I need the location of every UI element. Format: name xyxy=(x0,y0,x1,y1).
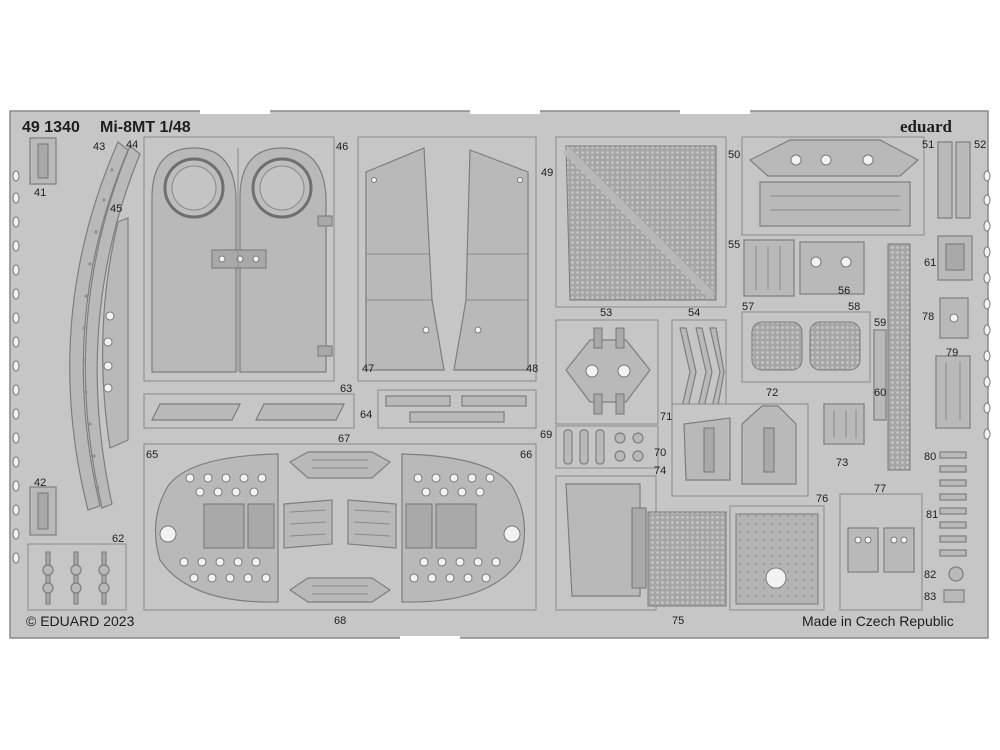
label-56: 56 xyxy=(838,285,850,297)
part-59-60-mesh-strip xyxy=(887,243,911,471)
label-77: 77 xyxy=(874,483,886,495)
label-53: 53 xyxy=(600,307,612,319)
label-43: 43 xyxy=(93,141,105,153)
label-83: 83 xyxy=(924,591,936,603)
left-drop-holes xyxy=(12,170,20,564)
label-45: 45 xyxy=(110,203,122,215)
part-79 xyxy=(935,355,971,429)
part-52 xyxy=(955,141,971,219)
copyright-text: © EDUARD 2023 xyxy=(26,613,135,629)
part-56 xyxy=(799,241,865,295)
label-42: 42 xyxy=(34,477,46,489)
label-70: 70 xyxy=(654,447,666,459)
part-77-right xyxy=(883,527,915,573)
label-49: 49 xyxy=(541,167,553,179)
label-57: 57 xyxy=(742,301,754,313)
part-75-box xyxy=(565,483,641,597)
part-43-curved-strip xyxy=(69,141,129,511)
part-number-labels: 41 42 43 44 45 46 47 48 49 50 51 52 53 5… xyxy=(34,139,986,627)
part-50-plate xyxy=(748,139,920,177)
label-63: 63 xyxy=(340,383,352,395)
part-55 xyxy=(743,239,795,297)
label-48: 48 xyxy=(526,363,538,375)
label-80: 80 xyxy=(924,451,936,463)
label-44: 44 xyxy=(126,139,138,151)
part-68-grille xyxy=(288,577,392,603)
label-54: 54 xyxy=(688,307,700,319)
kit-title: Mi-8MT 1/48 xyxy=(100,119,191,136)
label-73: 73 xyxy=(836,457,848,469)
part-58-mesh-right xyxy=(809,321,861,371)
label-64: 64 xyxy=(360,409,372,421)
label-69: 69 xyxy=(540,429,552,441)
part-51 xyxy=(937,141,953,219)
label-68: 68 xyxy=(334,615,346,627)
label-72: 72 xyxy=(766,387,778,399)
label-75: 75 xyxy=(672,615,684,627)
part-69-74-frame xyxy=(555,425,659,469)
part-76-dotted-panel xyxy=(735,513,819,605)
part-48-panel xyxy=(453,149,529,371)
label-79: 79 xyxy=(946,347,958,359)
label-74: 74 xyxy=(654,465,666,477)
label-67: 67 xyxy=(338,433,350,445)
brand-logo: eduard xyxy=(900,117,953,136)
label-78: 78 xyxy=(922,311,934,323)
part-62-posts xyxy=(42,551,110,605)
part-47-panel xyxy=(365,147,445,371)
label-50: 50 xyxy=(728,149,740,161)
label-62: 62 xyxy=(112,533,124,545)
label-59: 59 xyxy=(874,317,886,329)
label-58: 58 xyxy=(848,301,860,313)
part-75-mesh xyxy=(647,511,727,607)
origin-text: Made in Czech Republic xyxy=(802,613,954,629)
label-81: 81 xyxy=(926,509,938,521)
label-41: 41 xyxy=(34,187,46,199)
part-58-mesh-left xyxy=(751,321,803,371)
label-61: 61 xyxy=(924,257,936,269)
label-52: 52 xyxy=(974,139,986,151)
part-77-left xyxy=(847,527,879,573)
panel-holes xyxy=(179,473,501,583)
label-47: 47 xyxy=(362,363,374,375)
label-82: 82 xyxy=(924,569,936,581)
part-69-pins xyxy=(563,429,644,465)
catalog-number: 49 1340 xyxy=(22,119,80,136)
label-76: 76 xyxy=(816,493,828,505)
label-60: 60 xyxy=(874,387,886,399)
part-53-bracket xyxy=(565,339,651,403)
label-51: 51 xyxy=(922,139,934,151)
strip-rivets xyxy=(82,168,114,490)
part-73 xyxy=(823,403,865,445)
label-65: 65 xyxy=(146,449,158,461)
label-55: 55 xyxy=(728,239,740,251)
part-80-83-strips xyxy=(939,451,967,603)
right-drop-holes xyxy=(983,170,991,440)
part-67-grille xyxy=(288,451,392,479)
label-66: 66 xyxy=(520,449,532,461)
label-71: 71 xyxy=(660,411,672,423)
part-44-curved-strip xyxy=(84,145,141,509)
label-46: 46 xyxy=(336,141,348,153)
